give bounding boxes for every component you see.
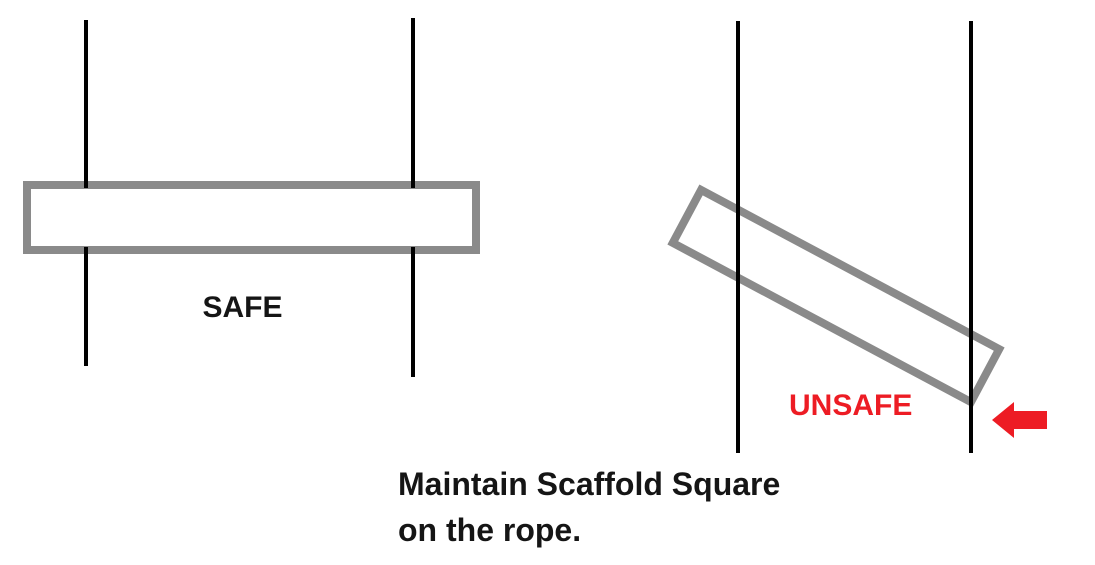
safe-left-rope-lower: [84, 247, 88, 366]
level-scaffold-square: [23, 181, 480, 254]
left-block-arrow-icon: [992, 402, 1047, 438]
unsafe-left-rope: [736, 21, 740, 453]
safe-right-rope-upper: [411, 18, 415, 188]
safe-left-rope-upper: [84, 20, 88, 188]
unsafe-right-rope: [969, 21, 973, 453]
caption: Maintain Scaffold Square on the rope.: [398, 461, 780, 553]
unsafe-label: UNSAFE: [789, 389, 913, 422]
tilted-scaffold-square: [667, 184, 1005, 408]
caption-line-1: Maintain Scaffold Square: [398, 466, 781, 502]
safe-label: SAFE: [202, 291, 283, 324]
caption-line-2: on the rope.: [398, 512, 582, 548]
safe-right-rope-lower: [411, 247, 415, 377]
